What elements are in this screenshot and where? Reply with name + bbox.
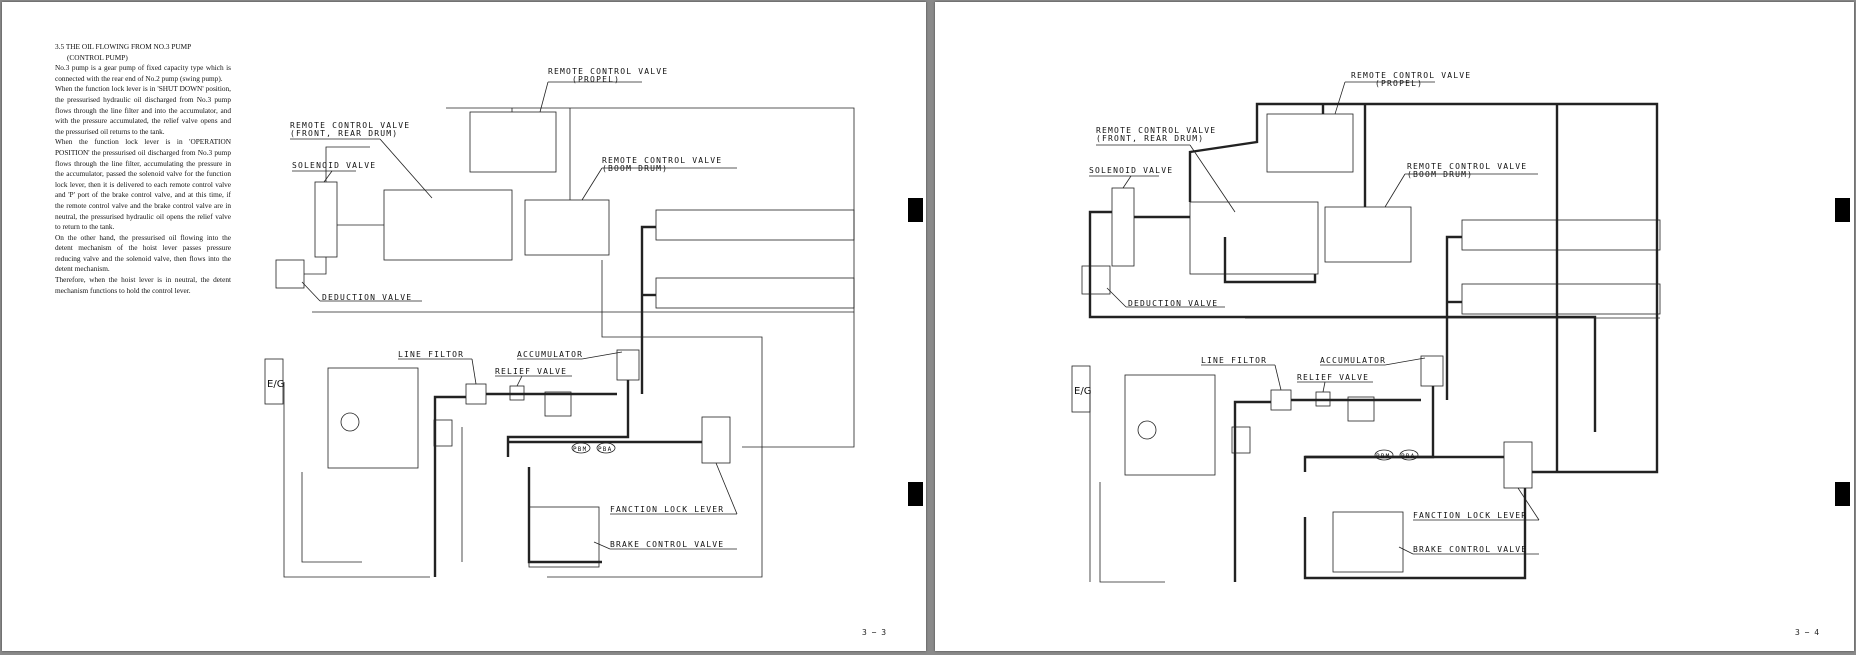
label-accumulator: ACCUMULATOR (517, 350, 583, 359)
label-lock-lever: FANCTION LOCK LEVER (610, 505, 724, 514)
label-brake: BRAKE CONTROL VALVE (610, 540, 724, 549)
left-page: 3.5 THE OIL FLOWING FROM NO.3 PUMP (CONT… (2, 2, 926, 651)
pump-circle (1137, 420, 1157, 440)
rcv-propel-box (469, 111, 557, 173)
paragraph: On the other hand, the pressurised oil f… (55, 232, 231, 274)
label-pba: PBA (598, 446, 612, 453)
control-valve-lower (655, 277, 855, 309)
engine-box (264, 358, 284, 405)
control-valve-upper (655, 209, 855, 241)
page-number: 3 − 3 (862, 628, 887, 637)
line-filter (1270, 389, 1292, 411)
label-pbm: PBM (573, 446, 587, 453)
paragraph: Therefore, when the hoist lever is in ne… (55, 275, 231, 295)
solenoid-valve (314, 181, 338, 258)
label-rcv-propel-sub: (PROPEL) (572, 75, 620, 84)
label-rcv-boom-sub: (BOOM DRUM) (1407, 170, 1473, 179)
pump-box (1124, 374, 1216, 476)
paragraph: When the function lock lever is in 'OPER… (55, 137, 231, 232)
label-lock-lever: FANCTION LOCK LEVER (1413, 511, 1527, 520)
label-accumulator: ACCUMULATOR (1320, 356, 1386, 365)
function-lock-valve (1503, 441, 1533, 489)
deduction-valve (275, 259, 305, 289)
label-eg: E/G (267, 379, 284, 390)
line-filter (465, 383, 487, 405)
section-subheading: (CONTROL PUMP) (67, 52, 128, 62)
section-heading: 3.5 THE OIL FLOWING FROM NO.3 PUMP (55, 42, 192, 51)
page-edge-tab (1835, 198, 1850, 222)
right-page: REMOTE CONTROL VALVE (PROPEL) REMOTE CON… (935, 2, 1854, 651)
solenoid-valve (1111, 187, 1135, 267)
hydraulic-circuit-diagram: REMOTE CONTROL VALVE (PROPEL) REMOTE CON… (264, 67, 855, 578)
label-deduction: DEDUCTION VALVE (322, 293, 412, 302)
label-relief: RELIEF VALVE (495, 367, 567, 376)
function-lock-valve (701, 416, 731, 464)
hydraulic-circuit-diagram-highlighted: REMOTE CONTROL VALVE (PROPEL) REMOTE CON… (1071, 71, 1661, 583)
page-edge-tab (908, 198, 923, 222)
label-rcv-front: REMOTE CONTROL VALVE (290, 121, 410, 130)
accumulator (1420, 355, 1444, 387)
label-solenoid: SOLENOID VALVE (1089, 166, 1173, 175)
label-rcv-propel: REMOTE CONTROL VALVE (1351, 71, 1471, 80)
label-rcv-boom: REMOTE CONTROL VALVE (602, 156, 722, 165)
brake-control-valve (528, 506, 600, 568)
pump-symbol (1231, 426, 1251, 454)
label-rcv-propel-sub: (PROPEL) (1375, 79, 1423, 88)
label-eg: E/G (1074, 386, 1091, 397)
label-rcv-propel: REMOTE CONTROL VALVE (548, 67, 668, 76)
paragraph: No.3 pump is a gear pump of fixed capaci… (55, 63, 231, 83)
label-deduction: DEDUCTION VALVE (1128, 299, 1218, 308)
label-rcv-front-sub: (FRONT, REAR DRUM) (1096, 134, 1204, 143)
page-edge-tab (1835, 482, 1850, 506)
control-valve-upper (1461, 219, 1661, 251)
label-pba: PBA (1401, 453, 1415, 460)
brake-control-valve (1332, 511, 1404, 573)
deduction-valve (1081, 265, 1111, 295)
description-text: 3.5 THE OIL FLOWING FROM NO.3 PUMP (CONT… (55, 42, 231, 296)
label-line-filter: LINE FILTOR (398, 350, 464, 359)
control-valve-lower (1461, 283, 1661, 315)
label-line-filter: LINE FILTOR (1201, 356, 1267, 365)
page-edge-tab (908, 482, 923, 506)
pump-circle (340, 412, 360, 432)
label-rcv-boom: REMOTE CONTROL VALVE (1407, 162, 1527, 171)
label-solenoid: SOLENOID VALVE (292, 161, 376, 170)
rcv-front-box (1189, 201, 1319, 275)
rcv-propel-box (1266, 113, 1354, 173)
paragraph: When the function lock lever is in 'SHUT… (55, 84, 231, 136)
rcv-boom-box (1324, 206, 1412, 263)
relief-valve (544, 391, 572, 417)
page-number: 3 − 4 (1795, 628, 1820, 637)
rcv-front-box (383, 189, 513, 261)
relief-valve (1347, 396, 1375, 422)
label-relief: RELIEF VALVE (1297, 373, 1369, 382)
pump-symbol (433, 419, 453, 447)
pump-box (327, 367, 419, 469)
label-rcv-front-sub: (FRONT, REAR DRUM) (290, 129, 398, 138)
accumulator (616, 349, 640, 381)
label-rcv-front: REMOTE CONTROL VALVE (1096, 126, 1216, 135)
rcv-boom-box (524, 199, 610, 256)
engine-box (1071, 365, 1091, 413)
label-brake: BRAKE CONTROL VALVE (1413, 545, 1527, 554)
label-rcv-boom-sub: (BOOM DRUM) (602, 164, 668, 173)
label-pbm: PBM (1376, 453, 1390, 460)
